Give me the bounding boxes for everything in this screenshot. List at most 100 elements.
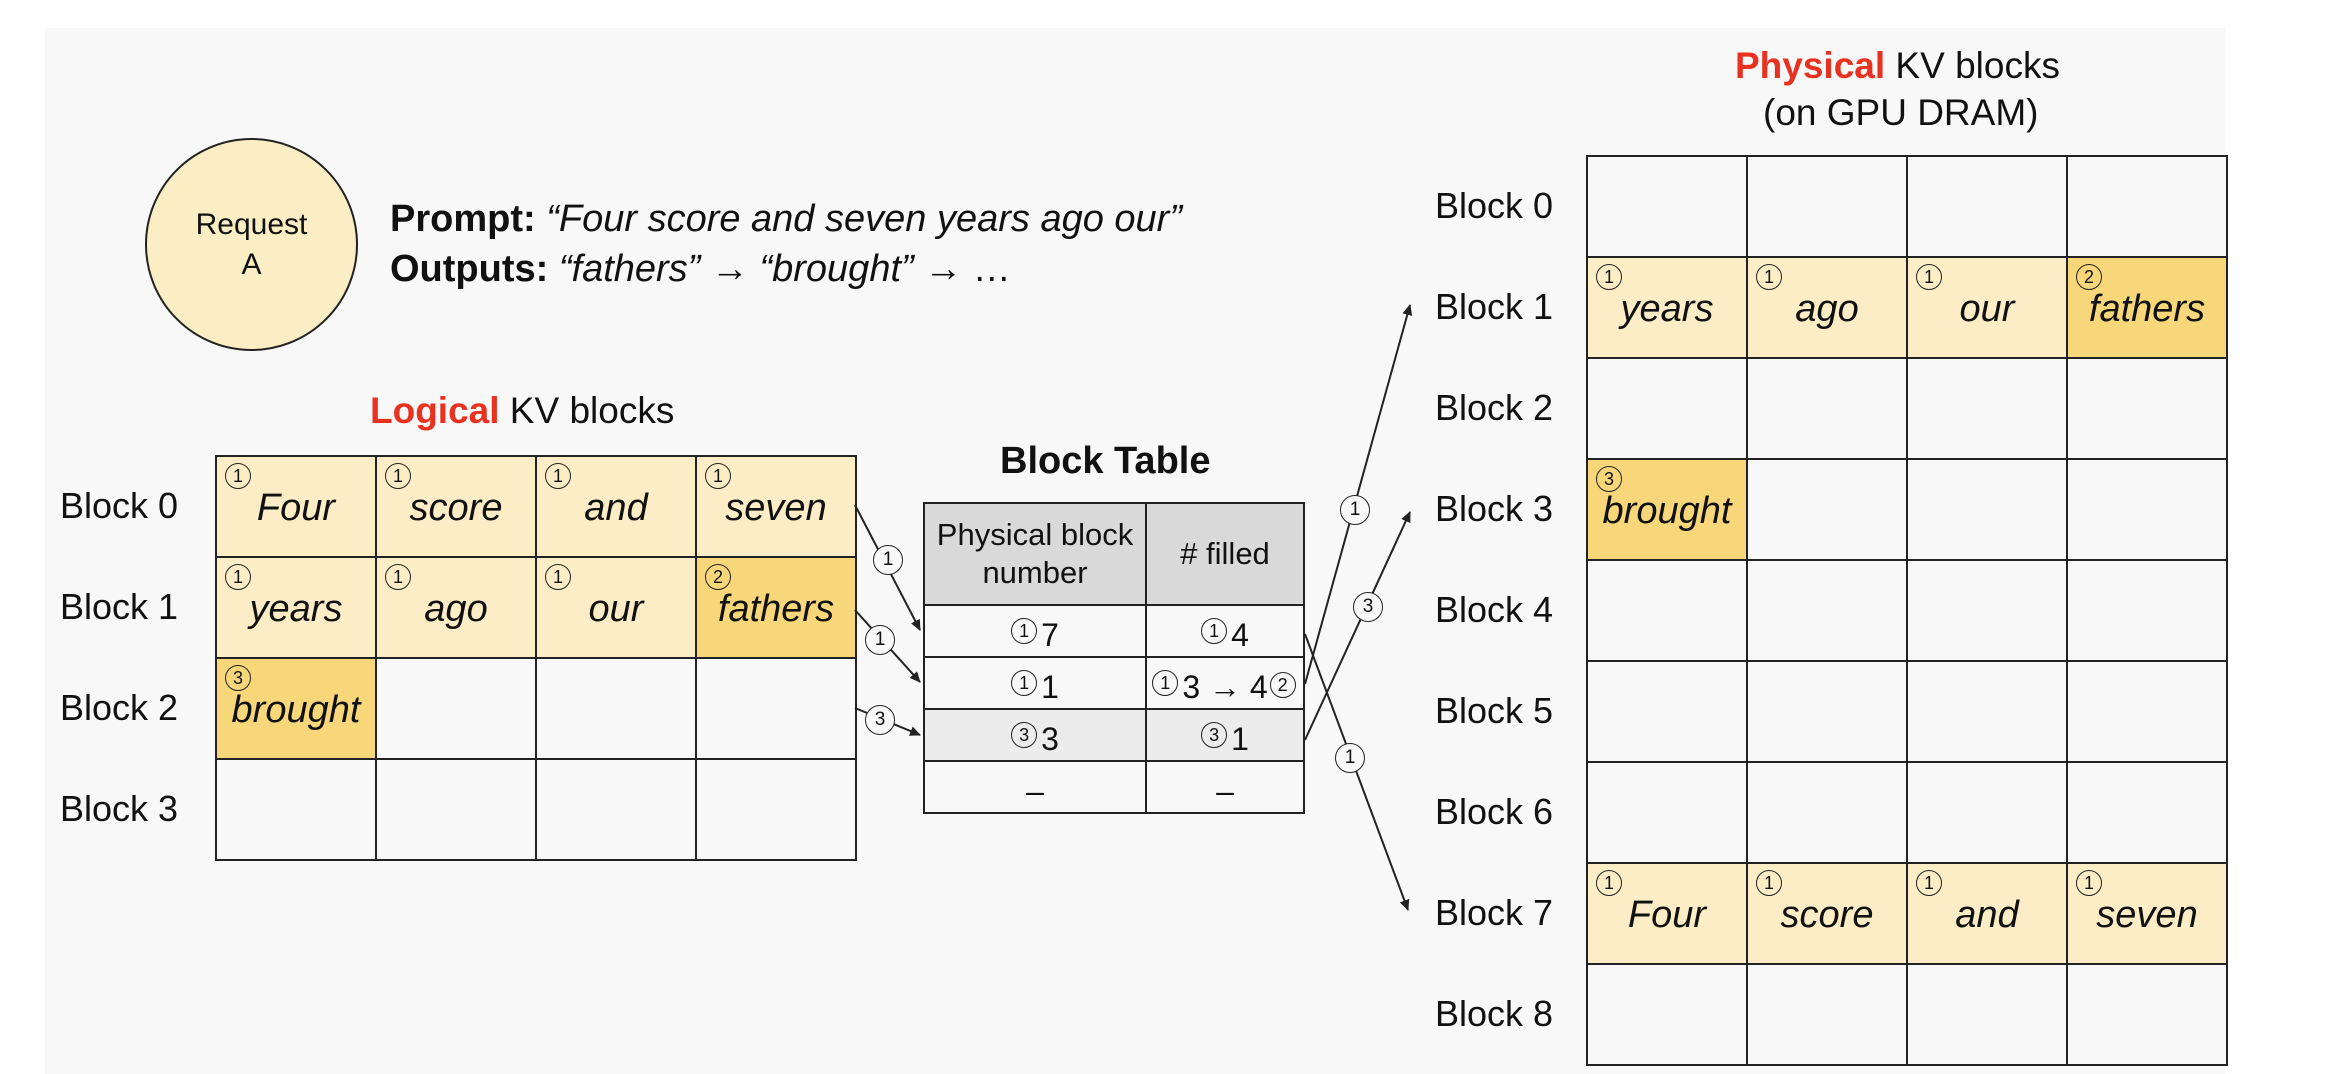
logical-block-label-3: Block 3 [60,788,179,829]
step-badge: 3 [225,665,251,691]
physical-cell [2066,660,2228,763]
logical-token: years [249,588,343,630]
prompt-text: “Four score and seven years ago our” [546,198,1182,240]
logical-cell [375,758,537,861]
block-table-physical-text: 3 [1041,720,1059,757]
step-badge: 1 [1011,670,1038,696]
physical-block-label-3: Block 3 [1435,488,1554,529]
block-table-filled-count: – [1145,760,1305,814]
step-badge: 1 [1596,870,1622,896]
step-badge: 1 [385,564,411,590]
arrow-step-badge: 1 [873,545,903,575]
physical-cell: 1 ago [1746,256,1908,359]
step-badge: 1 [1011,618,1038,644]
physical-token: fathers [2088,288,2206,330]
logical-heading-rest: KV blocks [499,390,675,431]
step-badge: 1 [385,463,411,489]
logical-block-label-0: Block 0 [60,485,179,526]
output-1: “fathers” [558,248,701,290]
physical-block-label-4: Block 4 [1435,589,1554,630]
request-node: Request A [145,138,358,351]
step-badge: 1 [1756,870,1782,896]
physical-cell [1586,660,1748,763]
physical-token: score [1780,894,1874,936]
physical-heading-highlight: Physical [1735,45,1886,86]
physical-cell [1586,357,1748,460]
physical-cell [1906,660,2068,763]
physical-block-label-2: Block 2 [1435,387,1554,428]
logical-heading: Logical KV blocks [370,390,674,432]
physical-cell [2066,357,2228,460]
block-table-physical-value: – [1026,765,1044,810]
block-table-filled-text: 4 [1231,616,1249,653]
block-table-physical-text: 1 [1041,668,1059,705]
physical-cell [1586,155,1748,258]
block-table-physical-text: – [1026,772,1044,809]
step-badge: 1 [1201,618,1228,644]
arrow-step-badge: 3 [1353,592,1383,622]
physical-heading: Physical KV blocks [1735,45,2060,87]
physical-block-label-7: Block 7 [1435,892,1554,933]
physical-block-label-1: Block 1 [1435,286,1554,327]
physical-token: our [1959,288,2015,330]
physical-cell [2066,458,2228,561]
step-badge: 1 [1916,264,1942,290]
step-badge: 1 [2076,870,2102,896]
logical-token: ago [424,588,488,630]
step-badge: 2 [2076,264,2102,290]
step-badge: 3 [1596,466,1622,492]
physical-cell [1746,963,1908,1066]
step-badge: 1 [705,463,731,489]
physical-block-label-8: Block 8 [1435,993,1554,1034]
step-badge: 2 [705,564,731,590]
physical-block-label-0: Block 0 [1435,185,1554,226]
physical-cell [1906,761,2068,864]
physical-block-label-5: Block 5 [1435,690,1554,731]
step-badge: 1 [225,463,251,489]
physical-cell [2066,963,2228,1066]
physical-cell [1586,559,1748,662]
physical-subheading: (on GPU DRAM) [1763,92,2039,133]
physical-cell [2066,155,2228,258]
block-table-filled-value: – [1216,765,1234,810]
prompt-line: Prompt: “Four score and seven years ago … [390,198,1182,241]
block-table-header-physical: Physical block number [923,502,1147,606]
outputs-line: Outputs: “fathers” → “brought” → … [390,248,1011,291]
mapping-arrow-4 [1304,304,1413,685]
physical-token: years [1620,288,1714,330]
output-arrow-2: → [924,248,963,290]
step-badge: 1 [545,463,571,489]
logical-cell: 1 ago [375,556,537,659]
block-table-header-physical-line1: Physical block [936,517,1134,552]
step-badge: 1 [1916,870,1942,896]
physical-cell [1906,357,2068,460]
physical-token: ago [1795,288,1859,330]
logical-token: brought [231,689,361,731]
logical-token: Four [256,487,336,529]
logical-token: seven [725,487,827,529]
block-table-filled-text: 1 [1231,720,1249,757]
step-badge: 1 [1756,264,1782,290]
block-table-physical-text: 7 [1041,616,1059,653]
physical-cell [1906,963,2068,1066]
physical-cell [1586,963,1748,1066]
physical-block-label-6: Block 6 [1435,791,1554,832]
logical-token: fathers [717,588,835,630]
request-label-line1: Request [195,207,308,241]
